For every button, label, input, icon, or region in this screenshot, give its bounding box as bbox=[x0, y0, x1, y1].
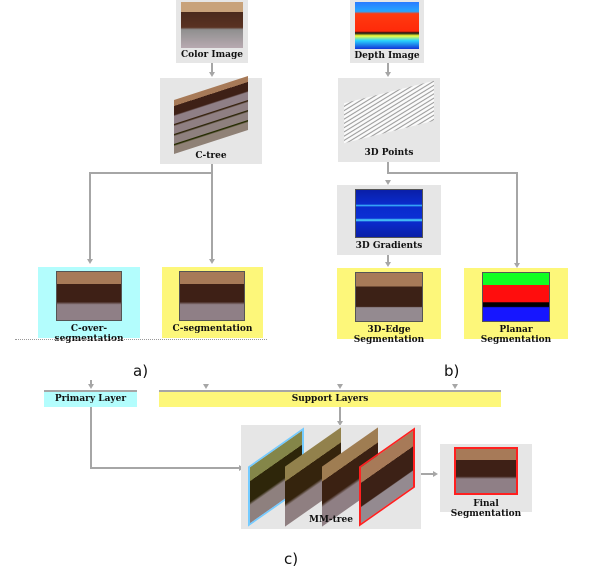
color-image-thumbnail bbox=[181, 2, 243, 48]
final-segmentation-card: Final Segmentation bbox=[440, 444, 532, 519]
c-over-segmentation-label: C-over-segmentation bbox=[54, 324, 124, 344]
3d-edge-segmentation-label: 3D-Edge Segmentation bbox=[353, 325, 425, 345]
connector bbox=[387, 63, 389, 73]
arrow-down-icon bbox=[203, 384, 209, 389]
connector bbox=[90, 407, 92, 468]
3d-gradients-label: 3D Gradients bbox=[355, 241, 423, 251]
mm-tree-label: MM-tree bbox=[308, 515, 353, 525]
connector bbox=[339, 407, 341, 423]
support-layers-label: Support Layers bbox=[291, 394, 369, 404]
connector bbox=[211, 172, 213, 260]
primary-layer-box: Primary Layer bbox=[44, 392, 137, 407]
depth-image-card: Depth Image bbox=[350, 0, 424, 63]
arrow-down-icon bbox=[385, 72, 391, 77]
arrow-right-icon bbox=[433, 471, 438, 477]
arrow-down-icon bbox=[337, 384, 343, 389]
color-image-card: Color Image bbox=[176, 0, 248, 63]
primary-layer-label: Primary Layer bbox=[54, 394, 127, 404]
panel-b-label: b) bbox=[444, 362, 460, 380]
arrow-down-icon bbox=[452, 384, 458, 389]
connector bbox=[89, 172, 213, 174]
arrow-down-icon bbox=[209, 259, 215, 264]
arrow-down-icon bbox=[88, 384, 94, 389]
connector bbox=[516, 172, 518, 264]
c-segmentation-thumbnail bbox=[179, 271, 245, 321]
point-cloud-image bbox=[344, 80, 434, 144]
color-image-label: Color Image bbox=[180, 50, 244, 60]
panel-divider bbox=[15, 339, 267, 340]
arrow-down-icon bbox=[385, 262, 391, 267]
final-segmentation-thumbnail bbox=[454, 447, 518, 495]
panel-a-label: a) bbox=[133, 362, 149, 380]
depth-image-label: Depth Image bbox=[354, 51, 420, 61]
3d-gradients-thumbnail bbox=[355, 189, 423, 238]
planar-segmentation-label: Planar Segmentation bbox=[480, 325, 552, 345]
connector bbox=[387, 172, 518, 174]
connector bbox=[159, 390, 501, 392]
connector bbox=[387, 255, 389, 263]
connector bbox=[90, 467, 240, 469]
c-over-segmentation-card: C-over-segmentation bbox=[38, 267, 140, 344]
connector bbox=[44, 390, 137, 392]
arrow-down-icon bbox=[514, 263, 520, 268]
connector bbox=[211, 164, 213, 174]
3d-edge-segmentation-thumbnail bbox=[355, 272, 423, 322]
arrow-down-icon bbox=[209, 72, 215, 77]
c-segmentation-card: C-segmentation bbox=[162, 267, 263, 338]
final-segmentation-label: Final Segmentation bbox=[450, 499, 522, 519]
connector bbox=[90, 380, 92, 385]
panel-c-label: c) bbox=[284, 550, 299, 568]
arrow-down-icon bbox=[87, 259, 93, 264]
arrow-down-icon bbox=[337, 421, 343, 426]
mm-tree-card: MM-tree bbox=[241, 425, 421, 529]
3d-points-label: 3D Points bbox=[364, 148, 414, 158]
3d-edge-segmentation-card: 3D-Edge Segmentation bbox=[337, 268, 441, 345]
c-tree-card: C-tree bbox=[160, 75, 262, 164]
c-tree-label: C-tree bbox=[195, 151, 227, 161]
support-layers-box: Support Layers bbox=[159, 392, 501, 407]
3d-points-card: 3D Points bbox=[338, 78, 440, 162]
depth-image-thumbnail bbox=[355, 2, 419, 49]
connector bbox=[89, 172, 91, 260]
c-over-segmentation-thumbnail bbox=[56, 271, 122, 321]
3d-gradients-card: 3D Gradients bbox=[337, 185, 441, 255]
c-segmentation-label: C-segmentation bbox=[172, 324, 253, 334]
planar-segmentation-thumbnail bbox=[482, 272, 550, 322]
connector bbox=[421, 473, 433, 475]
connector bbox=[387, 162, 389, 174]
planar-segmentation-card: Planar Segmentation bbox=[464, 268, 568, 345]
arrow-down-icon bbox=[385, 180, 391, 185]
connector bbox=[211, 63, 213, 73]
